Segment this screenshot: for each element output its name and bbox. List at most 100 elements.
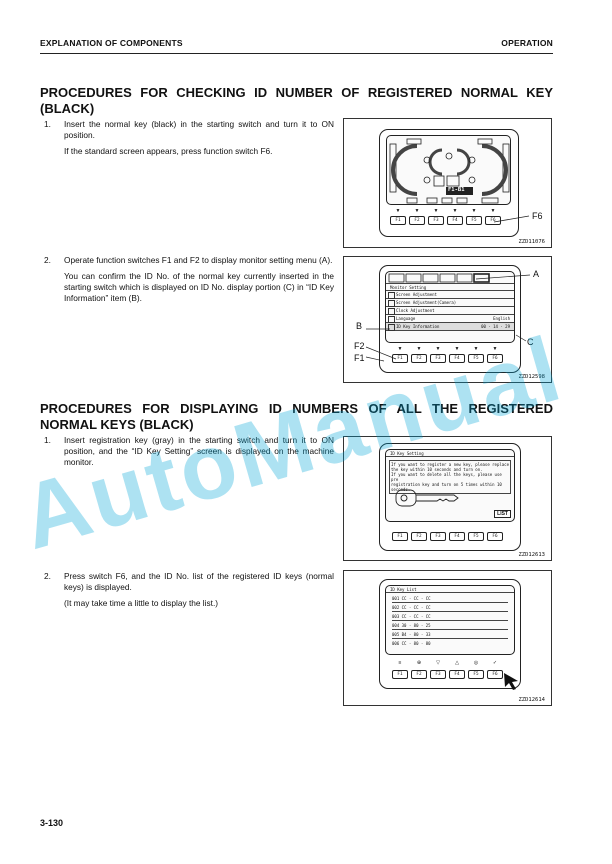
function-key-f6[interactable]: F6 [487,354,503,363]
function-key-row: F1 F2 F3 F4 F5 F6 [390,216,501,225]
menu-title: Monitor Setting [386,284,514,291]
screen-title: ID Key List [386,586,514,593]
callout-f6: F6 [532,211,543,221]
step-number: 2. [44,571,51,581]
function-key-row: F1 F2 F3 F4 F5 F6 [392,354,503,363]
language-value: English [493,316,510,321]
arrow-row: ≡⊕▽△◎✓ [398,660,498,666]
callout-f2: F2 [354,341,365,351]
id-list-row: 004 30 · 80 · 25 [392,621,508,630]
id-list-row: 001 CC · CC · CC [392,594,508,603]
pointer-arrow-icon [504,673,518,690]
function-key-f4[interactable]: F4 [449,670,465,679]
callout-a: A [533,269,540,279]
instruction-line: If you want to delete all the keys, plea… [391,472,502,482]
monitor-screen: ID Key List 001 CC · CC · CC 002 CC · CC… [385,585,515,655]
section2-title: PROCEDURES FOR DISPLAYING ID NUMBERS OF … [40,401,553,432]
instruction-line: If you want to register a new key, pleas… [391,462,510,467]
step-number: 1. [44,435,51,445]
figure-id-key-list: ID Key List 001 CC · CC · CC 002 CC · CC… [343,570,552,706]
section1-title: PROCEDURES FOR CHECKING ID NUMBER OF REG… [40,85,553,116]
section2-step2: 2. Press switch F6, and the ID No. list … [44,571,334,609]
gauge-drawing [389,138,510,204]
step-text: Insert registration key (gray) in the st… [64,435,334,467]
function-key-f2[interactable]: F2 [411,532,427,541]
instruction-line: registration key and turn on 5 times wit… [391,482,502,492]
figure-code: ZZD12614 [518,697,546,703]
function-key-f3[interactable]: F3 [430,532,446,541]
callout-f1: F1 [354,353,365,363]
menu-item-clock-adjustment[interactable]: Clock Adjustment [386,307,514,315]
callout-b: B [356,321,363,331]
step-number: 2. [44,255,51,265]
menu-item-screen-adjustment-camera[interactable]: Screen Adjustment(Camera) [386,299,514,307]
menu-item-id-key-information[interactable]: ID Key Information 00 · 14 · 29 [386,323,514,331]
arrow-row: ▼▼▼▼▼▼ [395,208,496,214]
function-key-f4[interactable]: F4 [449,532,465,541]
id-list-row: 006 CC · 80 · 80 [392,641,431,646]
figure-code: ZZD12598 [518,374,546,380]
function-key-f6[interactable]: F6 [487,670,503,679]
function-key-f3[interactable]: F3 [428,216,444,225]
function-key-f3[interactable]: F3 [430,670,446,679]
function-key-f5[interactable]: F5 [468,670,484,679]
figure-monitor-setting: Monitor Setting Screen Adjustment Screen… [343,256,552,383]
function-key-f1[interactable]: F1 [392,532,408,541]
figure-standard-screen: F1-B1 ▼▼▼▼▼▼ F1 F2 F3 F4 F5 F6 F6 ZZD110… [343,118,552,248]
function-key-f5[interactable]: F5 [466,216,482,225]
id-list-row: 005 B4 · 80 · 33 [392,630,508,639]
menu-item-language[interactable]: Language English [386,315,514,323]
figure-code: ZZD12613 [518,552,546,558]
screen-title: ID Key Setting [386,450,514,457]
function-key-f1[interactable]: F1 [392,354,408,363]
callout-line-f6 [494,215,530,223]
key-icon [395,489,459,507]
monitor-frame: F1-B1 ▼▼▼▼▼▼ F1 F2 F3 F4 F5 F6 [379,129,519,237]
menu-item-label: ID Key Information [396,324,440,329]
menu-item-screen-adjustment[interactable]: Screen Adjustment [386,291,514,299]
function-key-f5[interactable]: F5 [468,532,484,541]
instruction-box: If you want to register a new key, pleas… [389,460,511,494]
step-text-extra: (It may take time a little to display th… [64,598,219,608]
arrow-row: ▼▼▼▼▼▼ [397,346,498,352]
callout-c: C [527,337,534,347]
function-key-row: F1 F2 F3 F4 F5 F6 [392,670,503,679]
instruction-line: the key within 10 seconds and turn on. [391,467,483,472]
figure-id-key-setting: ID Key Setting If you want to register a… [343,436,552,561]
function-key-f2[interactable]: F2 [411,670,427,679]
id-list-row: 003 CC · CC · CC [392,612,508,621]
monitor-frame: ID Key List 001 CC · CC · CC 002 CC · CC… [379,579,521,689]
function-key-f6[interactable]: F6 [487,532,503,541]
section2-step1: 1. Insert registration key (gray) in the… [44,435,334,468]
monitor-screen: Monitor Setting Screen Adjustment Screen… [385,271,515,343]
step-number: 1. [44,119,51,129]
function-key-f1[interactable]: F1 [390,216,406,225]
step-text: Insert the normal key (black) in the sta… [64,119,334,140]
step-text: Operate function switches F1 and F2 to d… [64,255,333,265]
figure-code: ZZD11076 [518,239,546,245]
function-key-f4[interactable]: F4 [447,216,463,225]
page-header: EXPLANATION OF COMPONENTS OPERATION [40,38,553,54]
monitor-screen: ID Key Setting If you want to register a… [385,449,515,522]
mode-display: F1-B1 [448,187,465,193]
page-number: 3-130 [40,818,64,828]
menu-item-label: Language [396,316,416,321]
header-section-title: EXPLANATION OF COMPONENTS [40,38,183,48]
id-list-row: 002 CC · CC · CC [392,603,508,612]
list-button[interactable]: LIST [494,510,511,518]
function-key-f2[interactable]: F2 [411,354,427,363]
step-text-extra: You can confirm the ID No. of the normal… [64,271,334,303]
step-text-extra: If the standard screen appears, press fu… [64,146,273,156]
monitor-frame: ID Key Setting If you want to register a… [379,443,521,551]
callout-lines [365,274,531,362]
function-key-f3[interactable]: F3 [430,354,446,363]
function-key-f2[interactable]: F2 [409,216,425,225]
monitor-screen: F1-B1 [386,135,511,205]
header-chapter-title: OPERATION [501,38,553,48]
function-key-f4[interactable]: F4 [449,354,465,363]
section1-step2: 2. Operate function switches F1 and F2 t… [44,255,334,304]
section1-step1: 1. Insert the normal key (black) in the … [44,119,334,157]
function-key-f5[interactable]: F5 [468,354,484,363]
function-key-f1[interactable]: F1 [392,670,408,679]
function-key-row: F1 F2 F3 F4 F5 F6 [392,532,503,541]
